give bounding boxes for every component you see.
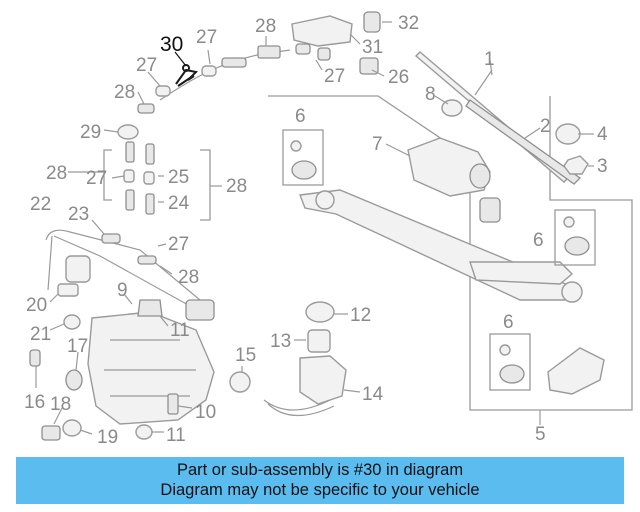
parts-diagram: 1 2 3 4 5 6 6 6 7 8 9 10 11 11 12 13 14 …: [24, 11, 633, 448]
callout-31: 31: [362, 37, 383, 58]
callout-5: 5: [535, 424, 546, 445]
callout-24: 24: [168, 193, 190, 214]
callout-10: 10: [195, 402, 216, 423]
callout-28a: 28: [255, 16, 276, 37]
callout-27a: 27: [196, 27, 217, 48]
callout-2: 2: [540, 116, 551, 137]
callout-6b: 6: [533, 230, 544, 251]
callout-27e: 27: [168, 234, 189, 255]
callout-3: 3: [597, 156, 608, 177]
nut: [563, 155, 589, 175]
pump-seal: [305, 301, 335, 323]
cap: [555, 123, 581, 145]
callout-9: 9: [117, 280, 128, 301]
callout-21: 21: [30, 324, 51, 345]
callout-15: 15: [235, 345, 256, 366]
callout-27d: 27: [86, 168, 107, 189]
callout-18: 18: [50, 394, 71, 415]
washer-jet: [117, 124, 139, 140]
callout-17: 17: [67, 336, 88, 357]
callout-7: 7: [372, 134, 383, 155]
grommet-box-b: [554, 209, 596, 266]
callout-28b: 28: [114, 82, 135, 103]
callout-13: 13: [270, 331, 291, 352]
callout-6c: 6: [503, 312, 514, 333]
callout-14: 14: [362, 384, 384, 405]
grommet-box-c: [489, 333, 531, 391]
callout-28d: 28: [226, 176, 247, 197]
callout-22: 22: [30, 194, 51, 215]
callout-28e: 28: [178, 267, 199, 288]
callout-11b: 11: [166, 425, 186, 446]
callout-29: 29: [80, 122, 101, 143]
banner-line-1: Part or sub-assembly is #30 in diagram: [176, 461, 464, 479]
callout-27c: 27: [324, 66, 345, 87]
callout-19: 19: [97, 427, 118, 448]
callout-26: 26: [388, 67, 409, 88]
washer-pump: [299, 355, 347, 405]
callout-4: 4: [597, 124, 608, 145]
washer-pump-assembly: [291, 15, 353, 47]
callout-6a: 6: [295, 106, 306, 127]
grommet-box-a: [282, 129, 324, 186]
callout-25: 25: [168, 167, 189, 188]
callout-20: 20: [26, 295, 47, 316]
callout-11a: 11: [170, 320, 190, 341]
info-banner: Part or sub-assembly is #30 in diagram D…: [16, 457, 624, 504]
highlighted-part-30: [175, 64, 199, 87]
linkage-group-outline: [268, 95, 633, 411]
callout-16: 16: [24, 392, 45, 413]
callout-27b: 27: [136, 55, 157, 76]
callout-30: 30: [160, 33, 183, 56]
hose-assembly: [45, 229, 201, 301]
wiper-arm: [465, 99, 582, 185]
callout-23: 23: [68, 204, 89, 225]
callout-32: 32: [398, 13, 419, 34]
callout-28c: 28: [46, 163, 67, 184]
callout-8: 8: [425, 84, 436, 105]
callout-12: 12: [350, 305, 371, 326]
bracket: [547, 347, 605, 395]
callout-1: 1: [484, 49, 495, 70]
banner-line-2: Diagram may not be specific to your vehi…: [160, 481, 480, 499]
